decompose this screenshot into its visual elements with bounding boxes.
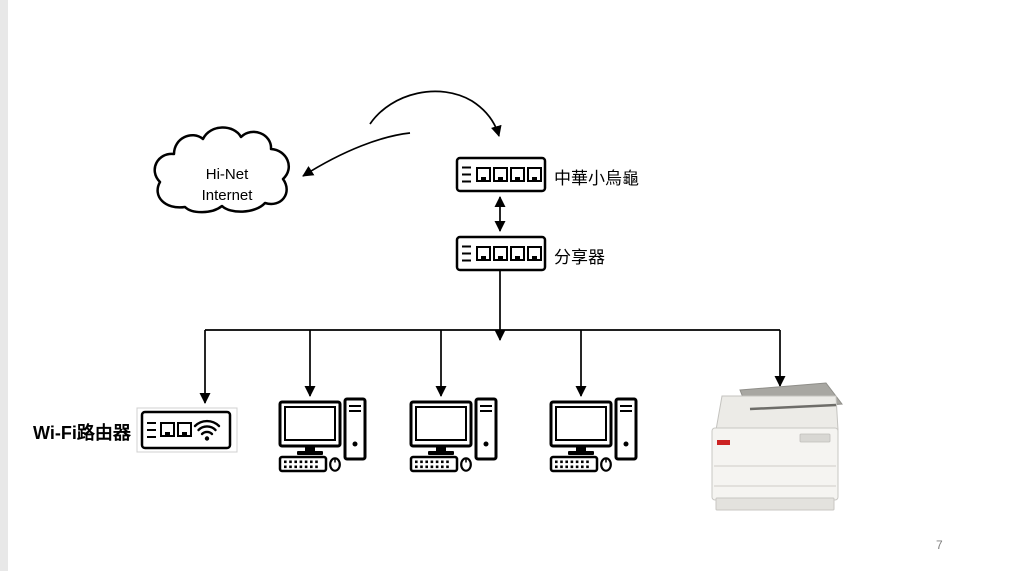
cloud-icon — [153, 126, 290, 214]
wifi-router-label: Wi-Fi路由器 — [33, 423, 131, 443]
desktop-pc-icon — [278, 397, 367, 473]
cloud-label-line2: Internet — [201, 187, 253, 204]
cloud-label: Hi-Net Internet — [172, 164, 282, 206]
curved-arrow-to-modem — [369, 90, 502, 137]
desktop-pc-icon — [549, 397, 638, 473]
wifi-router-icon — [136, 407, 238, 453]
slide-edge — [0, 0, 8, 571]
cloud-label-line1: Hi-Net — [205, 166, 249, 183]
lan-switch-icon — [457, 237, 545, 270]
printer-icon — [711, 382, 843, 511]
desktop-pc-icon — [409, 397, 498, 473]
curved-arrow-to-cloud — [302, 132, 411, 177]
bus-drop-links — [199, 330, 786, 404]
wifi-signal-icon — [193, 419, 221, 441]
page-number: 7 — [936, 538, 943, 552]
switch-label: 分享器 — [554, 248, 605, 267]
modem-switch-icon — [457, 158, 545, 191]
modem-label: 中華小烏龜 — [554, 169, 639, 188]
